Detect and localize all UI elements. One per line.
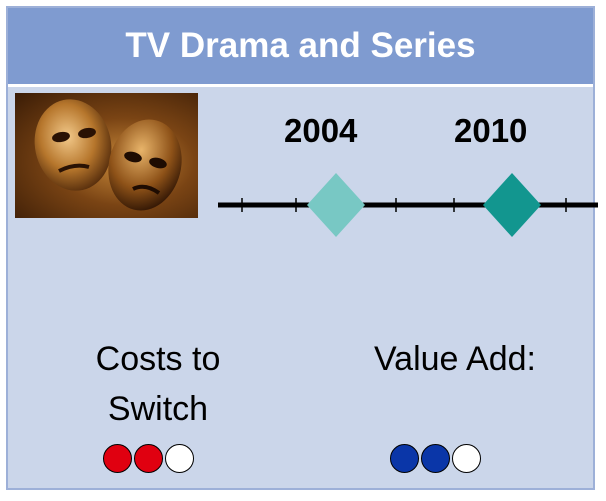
value-add-rating-dots <box>390 444 481 473</box>
masks-illustration <box>34 99 182 211</box>
info-card: TV Drama and Series <box>6 6 595 490</box>
rating-dot <box>103 444 132 473</box>
costs-to-switch-label: Costs to Switch <box>58 334 258 434</box>
timeline <box>218 173 598 237</box>
timeline-marker-2010 <box>483 173 541 237</box>
costs-label-line2: Switch <box>107 390 209 428</box>
costs-rating-dots <box>103 444 194 473</box>
card-header: TV Drama and Series <box>8 8 593 87</box>
timeline-marker-2004 <box>307 173 365 237</box>
rating-dot <box>390 444 419 473</box>
value-add-label-text: Value Add: <box>374 340 536 378</box>
value-add-label: Value Add: <box>335 334 575 384</box>
rating-dot <box>165 444 194 473</box>
rating-dot <box>421 444 450 473</box>
costs-label-line1: Costs to <box>95 340 221 378</box>
rating-dot <box>452 444 481 473</box>
year-label-2004: 2004 <box>284 112 358 149</box>
rating-dot <box>134 444 163 473</box>
year-label-2010: 2010 <box>454 112 528 149</box>
card-title: TV Drama and Series <box>125 26 476 65</box>
theater-masks-image <box>15 93 198 218</box>
